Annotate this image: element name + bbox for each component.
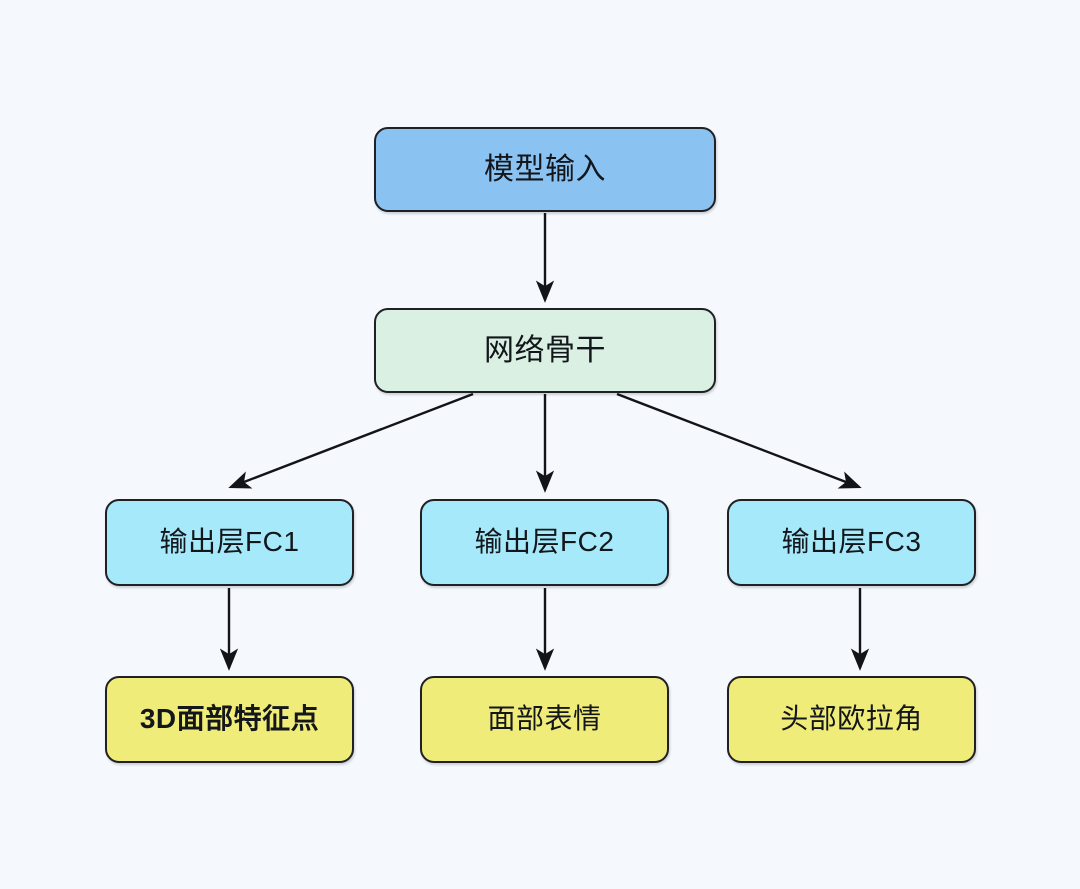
node-output-head-euler-angles[interactable]: 头部欧拉角 <box>727 676 976 763</box>
node-output-layer-fc3[interactable]: 输出层FC3 <box>727 499 976 586</box>
node-output-facial-expression-label: 面部表情 <box>487 703 602 735</box>
node-output-layer-fc1-label: 输出层FC1 <box>159 526 300 558</box>
node-output-layer-fc3-label: 输出层FC3 <box>781 526 922 558</box>
edge-backbone-to-fc3 <box>616 392 862 489</box>
node-model-input-label: 模型输入 <box>484 153 606 186</box>
node-output-layer-fc2[interactable]: 输出层FC2 <box>420 499 669 586</box>
node-network-backbone[interactable]: 网络骨干 <box>374 308 716 393</box>
node-output-facial-expression[interactable]: 面部表情 <box>420 676 669 763</box>
edge-backbone-to-fc1 <box>228 392 474 489</box>
node-output-layer-fc1[interactable]: 输出层FC1 <box>105 499 354 586</box>
node-output-3d-landmarks[interactable]: 3D面部特征点 <box>105 676 354 763</box>
node-output-head-euler-angles-label: 头部欧拉角 <box>780 703 923 735</box>
node-output-layer-fc2-label: 输出层FC2 <box>474 526 615 558</box>
node-network-backbone-label: 网络骨干 <box>484 334 606 367</box>
node-model-input[interactable]: 模型输入 <box>374 127 716 212</box>
node-output-3d-landmarks-label: 3D面部特征点 <box>139 703 320 735</box>
